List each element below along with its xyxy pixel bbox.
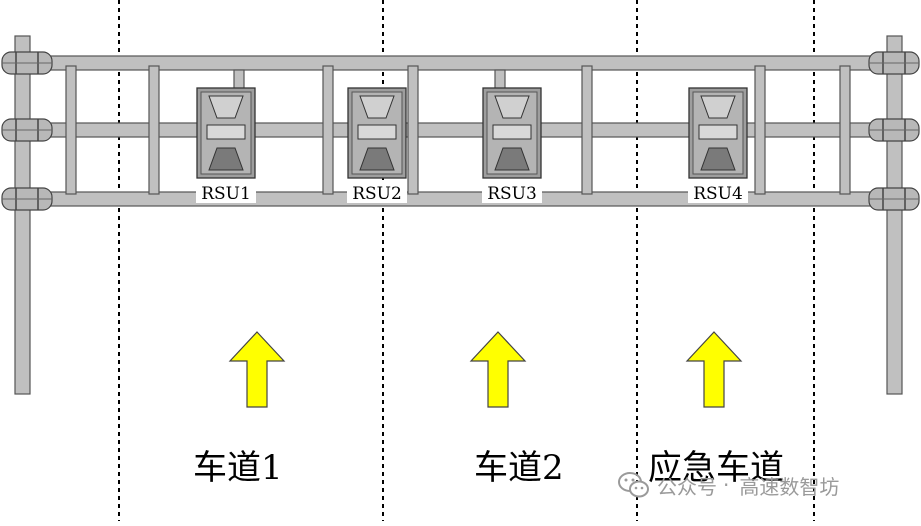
rsu-label: RSU2 (352, 184, 402, 204)
beam-end-flange (868, 187, 920, 211)
rsu-devices: RSU1 RSU2 RSU3 RSU4 (196, 87, 748, 204)
rsu-label-bg (196, 181, 256, 203)
vertical-brace (407, 65, 419, 195)
direction-arrow-3 (685, 331, 743, 408)
rsu-antenna-top (494, 95, 530, 119)
watermark-separator: · (723, 473, 730, 497)
lane-dividers (118, 0, 815, 521)
beam-flanges (1, 51, 920, 211)
direction-arrow-2 (469, 331, 527, 408)
rsu-antenna-bottom (494, 147, 530, 171)
rsu-mount-stub (494, 69, 506, 91)
rsu-antenna-top (208, 95, 244, 119)
direction-arrow-1 (228, 331, 286, 408)
rsu-antenna-top (700, 95, 736, 119)
lane-label-1: 车道1 (193, 448, 283, 488)
gantry-frame (14, 35, 903, 395)
rsu-antenna-bottom (208, 147, 244, 171)
vertical-brace (322, 65, 334, 195)
rsu-panel (357, 124, 397, 140)
direction-arrows (228, 331, 743, 408)
rsu-label-bg (482, 181, 542, 203)
rsu-panel (492, 124, 532, 140)
watermark: 公众号 · 高速数智坊 (617, 470, 839, 500)
beam-end-flange (868, 51, 920, 75)
rsu-label-bg (347, 181, 407, 203)
rsu-antenna-bottom (359, 147, 395, 171)
rsu-device-3: RSU3 (482, 87, 542, 204)
rsu-antenna-bottom (700, 147, 736, 171)
vertical-brace (148, 65, 160, 195)
lane-label-emergency: 应急车道 (648, 448, 784, 488)
lane-label-2: 车道2 (474, 448, 564, 488)
vertical-brace (581, 65, 593, 195)
beam-end-flange (1, 51, 53, 75)
rsu-label: RSU1 (201, 184, 251, 204)
vertical-brace (839, 65, 851, 195)
rsu-label: RSU4 (693, 184, 743, 204)
rsu-label-bg (688, 181, 748, 203)
vertical-brace (754, 65, 766, 195)
left-post (14, 35, 31, 395)
rsu-panel (206, 124, 246, 140)
rsu-device-4: RSU4 (688, 87, 748, 204)
beam-end-flange (1, 187, 53, 211)
rsu-device-2: RSU2 (347, 87, 407, 204)
watermark-name: 高速数智坊 (739, 474, 840, 499)
beam-end-flange (1, 118, 53, 142)
vertical-braces (65, 65, 851, 195)
rsu-device-1: RSU1 (196, 87, 256, 204)
right-post (886, 35, 903, 395)
vertical-brace (65, 65, 77, 195)
rsu-panel (698, 124, 738, 140)
rsu-mount-stub (233, 69, 245, 91)
rsu-antenna-top (359, 95, 395, 119)
watermark-account: 公众号 (657, 474, 717, 499)
wechat-logo-icon (618, 472, 649, 498)
rsu-label: RSU3 (487, 184, 537, 204)
beam-end-flange (868, 118, 920, 142)
